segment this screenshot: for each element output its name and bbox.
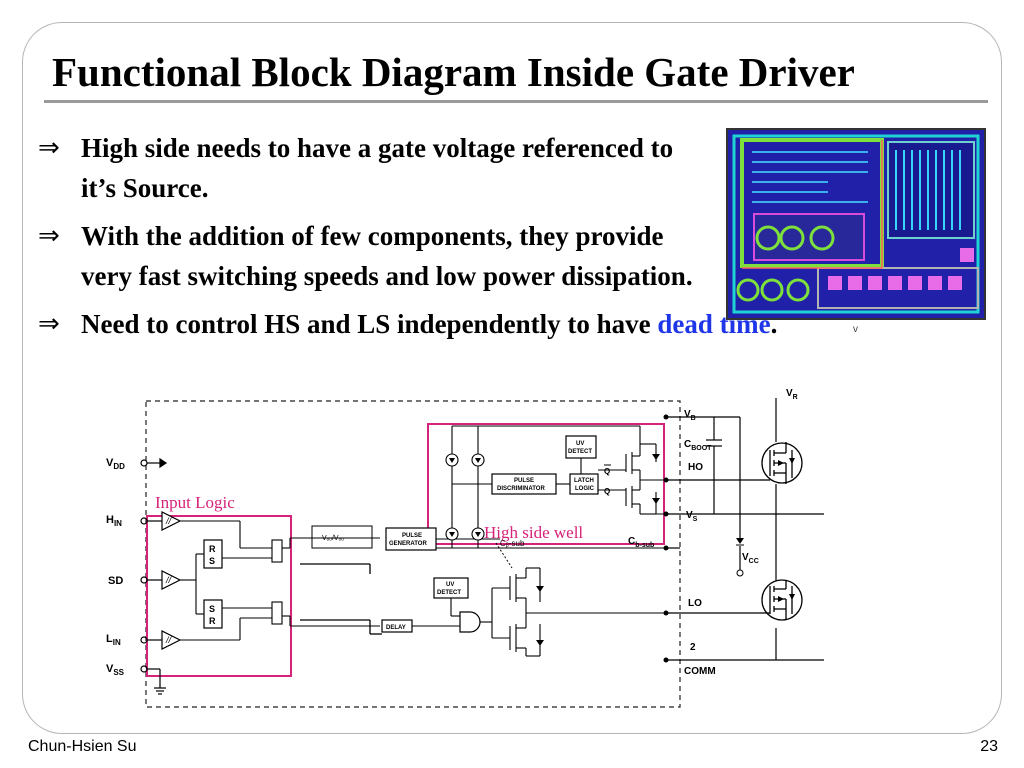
input-logic-region xyxy=(146,515,292,677)
svg-text:S: S xyxy=(209,604,215,614)
vr-label: VR xyxy=(786,388,798,401)
svg-text:Vₒₒ/Vₒₒ: Vₒₒ/Vₒₒ xyxy=(322,535,344,542)
svg-text:UV: UV xyxy=(446,582,454,588)
bullet-text: With the addition of few components, the… xyxy=(81,221,693,291)
vdd-vcc-level-shifter xyxy=(311,525,373,549)
high-side-well-region xyxy=(427,423,665,545)
pin-vb-label: VB xyxy=(684,409,696,422)
pin-lin-label: LIN xyxy=(106,633,121,647)
title-divider xyxy=(44,100,988,103)
bullet-text: High side needs to have a gate voltage r… xyxy=(81,133,674,203)
bullet-item: ⇒ High side needs to have a gate voltage… xyxy=(38,128,681,208)
slide-title: Functional Block Diagram Inside Gate Dri… xyxy=(52,49,855,95)
pin-hin-label: HIN xyxy=(106,514,122,528)
pin-2-label: 2 xyxy=(690,642,696,653)
input-logic-label: Input Logic xyxy=(155,493,235,512)
svg-text:LATCH: LATCH xyxy=(574,478,594,484)
chip-caption: v xyxy=(853,324,858,335)
vcc-label: VCC xyxy=(742,552,759,565)
svg-text:DETECT: DETECT xyxy=(568,449,592,455)
pin-comm-label: COMM xyxy=(684,666,716,677)
bullet-list: ⇒ High side needs to have a gate voltage… xyxy=(38,128,1024,352)
svg-text:DISCRIMINATOR: DISCRIMINATOR xyxy=(497,486,545,492)
svg-text:PULSE: PULSE xyxy=(402,533,422,539)
and-gate xyxy=(459,611,481,633)
svg-text:R: R xyxy=(209,616,216,626)
high-side-mosfet xyxy=(760,442,803,484)
pin-sd-label: SD xyxy=(108,575,123,587)
bullet-text-pre: Need to control HS and LS independently … xyxy=(81,309,658,339)
pin-vs-label: VS xyxy=(686,510,698,523)
svg-text:UV: UV xyxy=(576,441,584,447)
high-side-well-label: High side well xyxy=(484,523,583,542)
pin-vdd-label: VDD xyxy=(106,457,125,471)
svg-text:PULSE: PULSE xyxy=(514,478,534,484)
bullet-item: ⇒ Need to control HS and LS independentl… xyxy=(38,304,1024,344)
svg-text://: // xyxy=(165,635,173,645)
implies-arrow-icon: ⇒ xyxy=(38,133,60,163)
slide-frame xyxy=(22,22,1002,734)
svg-text:LOGIC: LOGIC xyxy=(575,486,595,492)
driver-ic-boundary xyxy=(145,400,681,708)
svg-text:Q: Q xyxy=(604,467,610,476)
svg-text:R: R xyxy=(209,544,216,554)
svg-text:Cᵦ-sub: Cᵦ-sub xyxy=(500,539,525,548)
svg-text:DELAY: DELAY xyxy=(386,625,406,631)
svg-text:GENERATOR: GENERATOR xyxy=(389,541,427,547)
gate-driver-schematic: Input Logic High side well VDD HIN SD LI… xyxy=(106,388,824,708)
page-number: 23 xyxy=(980,738,998,755)
pin-lo-label: LO xyxy=(688,598,702,609)
implies-arrow-icon: ⇒ xyxy=(38,221,60,251)
implies-arrow-icon: ⇒ xyxy=(38,309,60,339)
bullet-text-post: . xyxy=(770,309,778,339)
pin-ho-label: HO xyxy=(688,462,703,473)
svg-text:DETECT: DETECT xyxy=(437,590,461,596)
cboot-label: CBOOT xyxy=(684,439,712,452)
svg-text://: // xyxy=(165,575,173,585)
chip-layout-graphic xyxy=(728,130,984,318)
footer-author: Chun-Hsien Su xyxy=(28,738,137,755)
svg-text:Q: Q xyxy=(604,487,610,496)
cbsub-label: Cb-sub xyxy=(628,536,654,549)
bullet-item: ⇒ With the addition of few components, t… xyxy=(38,216,721,296)
low-side-mosfet xyxy=(760,579,803,621)
pin-vss-label: VSS xyxy=(106,663,125,677)
svg-text:S: S xyxy=(209,556,215,566)
chip-layout-image xyxy=(726,128,986,320)
svg-text://: // xyxy=(165,516,173,526)
